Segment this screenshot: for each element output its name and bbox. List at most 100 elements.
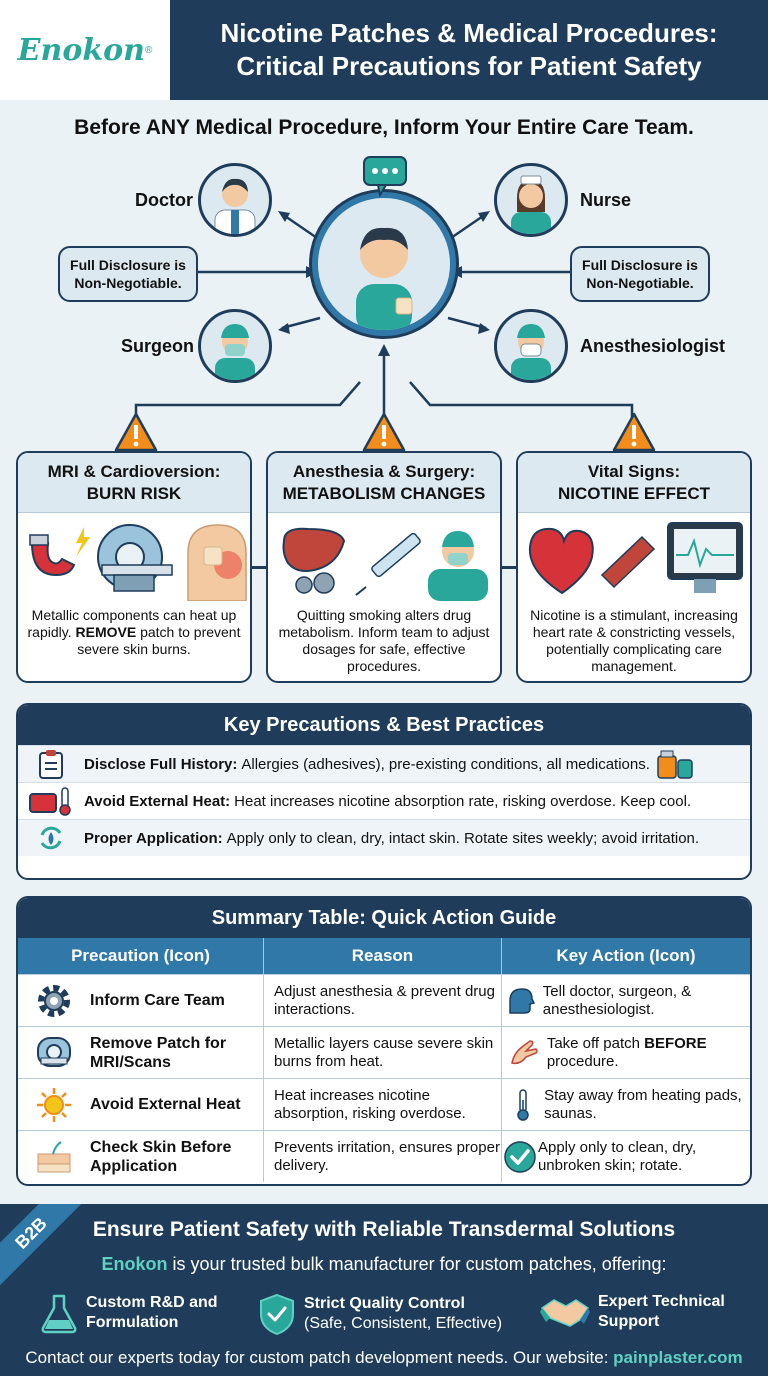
surgeon-icon — [215, 324, 255, 380]
key-precautions-panel: Key Precautions & Best Practices Disclos… — [16, 703, 752, 880]
card-title-line-2: BURN RISK — [86, 483, 182, 503]
clipboard-icon — [18, 749, 84, 779]
nurse-icon — [511, 175, 551, 234]
check-circle-icon — [502, 1140, 538, 1174]
heart-icon — [528, 527, 594, 595]
gear-icon — [18, 982, 90, 1020]
action-text-part: Take off patch — [546, 1034, 645, 1052]
card-text-part: Metallic components can heat up rapidly. — [27, 607, 237, 640]
footer-subtitle-text: is your trusted bulk manufacturer for cu… — [167, 1254, 667, 1274]
table-header-row: Precaution (Icon) Reason Key Action (Ico… — [18, 938, 750, 974]
precaution-text: Heat increases nicotine absorption rate,… — [234, 792, 692, 810]
card-title: Vital Signs: NICOTINE EFFECT — [518, 453, 750, 513]
anesthesiologist-icon — [511, 324, 551, 380]
card-title-line-2: METABOLISM CHANGES — [282, 483, 486, 503]
patient-icon — [356, 227, 413, 330]
speaking-head-icon — [502, 985, 543, 1017]
handshake-icon — [540, 1299, 590, 1327]
precaution-item: Avoid External Heat: Heat increases nico… — [18, 782, 750, 819]
thermometer-icon — [502, 1088, 544, 1122]
key-precautions-title: Key Precautions & Best Practices — [18, 705, 750, 745]
liver-icon — [282, 527, 346, 572]
precaution-text: Allergies (adhesives), pre-existing cond… — [241, 755, 650, 773]
doctor-label: Doctor — [135, 190, 193, 210]
surgeon-label: Surgeon — [121, 336, 195, 356]
card-illustration — [18, 513, 250, 602]
contact-text: Contact our experts today for custom pat… — [25, 1348, 614, 1367]
footer-contact: Contact our experts today for custom pat… — [0, 1348, 768, 1368]
disclosure-callout-right: Full Disclosure is Non-Negotiable. — [570, 246, 710, 302]
header: Enokon® Nicotine Patches & Medical Proce… — [0, 0, 768, 100]
flask-icon — [41, 1294, 77, 1334]
feature-line-1: Custom R&D and — [86, 1294, 218, 1311]
footer-brand: Enokon — [101, 1254, 168, 1274]
anesthesiologist-avatar — [494, 309, 568, 383]
card-illustration — [518, 513, 750, 601]
column-header: Reason — [264, 938, 502, 974]
chat-bubble-icon — [363, 156, 407, 197]
warning-icon — [612, 412, 656, 452]
doctor-icon — [214, 178, 256, 234]
precaution-label: Disclose Full History: — [84, 755, 238, 773]
logo: Enokon® — [0, 0, 170, 100]
patient-circle — [312, 192, 456, 336]
warning-icon — [362, 412, 406, 452]
card-text: Quitting smoking alters drug metabolism.… — [278, 607, 490, 674]
card-title-line-1: MRI & Cardioversion: — [47, 461, 221, 481]
disclosure-callout-left: Full Disclosure is Non-Negotiable. — [58, 246, 198, 302]
medication-bottles-icon — [657, 750, 693, 779]
callout-left-line-1: Full Disclosure is — [70, 257, 186, 273]
card-text: Metallic components can heat up rapidly.… — [18, 601, 250, 658]
card-connector — [252, 566, 266, 569]
surgeon-figure-icon — [428, 531, 488, 601]
risk-card-anesthesia: Anesthesia & Surgery: METABOLISM CHANGES… — [266, 451, 502, 683]
feature-quality-control: Strict Quality Control(Safe, Consistent,… — [258, 1292, 502, 1336]
mri-scanner-icon — [18, 1034, 90, 1072]
logo-text: Enokon — [17, 32, 145, 68]
card-title-line-1: Anesthesia & Surgery: — [292, 461, 476, 481]
nurse-avatar — [494, 163, 568, 237]
magnet-icon — [29, 527, 90, 577]
metabolism-illustration — [282, 527, 488, 601]
rotate-drop-icon — [18, 823, 84, 853]
nurse-label: Nurse — [580, 190, 632, 210]
warning-icon — [114, 412, 158, 452]
blood-vessel-icon — [600, 535, 656, 589]
column-header: Key Action (Icon) — [556, 946, 696, 965]
syringe-icon — [355, 532, 421, 596]
precaution-line-1: Remove Patch for — [90, 1034, 227, 1052]
action-cell: Tell doctor, surgeon, & anesthesiologist… — [542, 982, 692, 1018]
precaution-line-2: MRI/Scans — [90, 1053, 171, 1071]
logo-registered-mark: ® — [144, 44, 153, 56]
website-link[interactable]: painplaster.com — [613, 1348, 743, 1367]
reason-cell: Metallic layers cause severe skin burns … — [264, 1027, 502, 1078]
title-line-2: Critical Precautions for Patient Safety — [236, 51, 702, 81]
heart-monitor-icon — [667, 522, 743, 593]
mri-machine-icon — [97, 524, 173, 592]
card-text-part: patch to prevent severe skin burns. — [77, 624, 241, 657]
reason-cell: Adjust anesthesia & prevent drug interac… — [264, 975, 502, 1026]
card-title-line-1: Vital Signs: — [587, 461, 681, 481]
footer-banner: B2B Ensure Patient Safety with Reliable … — [0, 1204, 768, 1376]
precaution-label: Avoid External Heat: — [84, 792, 231, 810]
feature-line-2: (Safe, Consistent, Effective) — [304, 1315, 503, 1332]
b2b-ribbon: B2B — [0, 1204, 88, 1290]
mri-burn-illustration — [29, 524, 247, 602]
card-text: Nicotine is a stimulant, increasing hear… — [530, 607, 738, 674]
feature-line-1: Expert Technical — [598, 1293, 725, 1310]
callout-right-line-2: Non-Negotiable. — [586, 275, 694, 291]
card-illustration — [268, 513, 500, 601]
precaution-line-2: Application — [90, 1157, 178, 1175]
footer-subtitle: Enokon is your trusted bulk manufacturer… — [0, 1254, 768, 1275]
precaution-label: Proper Application: — [84, 829, 223, 847]
anesthesiologist-label: Anesthesiologist — [580, 336, 726, 356]
feature-line-2: Support — [598, 1313, 660, 1330]
card-text-emphasis: REMOVE — [75, 624, 137, 640]
summary-table-panel: Summary Table: Quick Action Guide Precau… — [16, 896, 752, 1186]
skin-layer-icon — [18, 1138, 90, 1176]
card-title: Anesthesia & Surgery: METABOLISM CHANGES — [268, 453, 500, 513]
subtitle: Before ANY Medical Procedure, Inform You… — [74, 116, 694, 139]
vital-signs-illustration — [528, 522, 743, 595]
